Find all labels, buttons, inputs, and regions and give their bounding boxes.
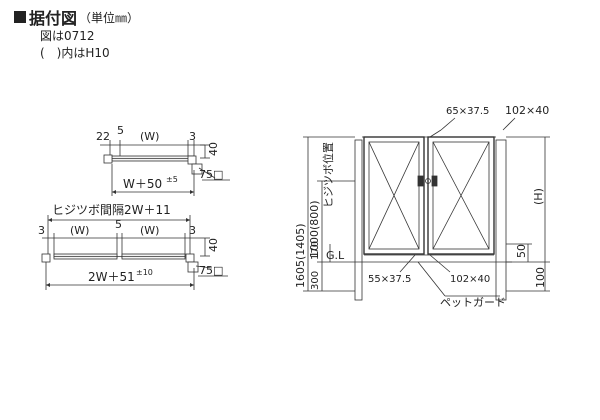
title-row: 据付図 （単位㎜） (14, 6, 139, 28)
single-plan-view (100, 140, 230, 196)
dim-100: 100 (534, 267, 547, 288)
dim-w-1: (W) (70, 224, 89, 237)
post-size: 75□ (199, 168, 223, 181)
hinge-pitch: ヒジツボ間隔2W＋11 (52, 203, 171, 217)
total-height: 1605(1405) (294, 223, 307, 288)
dim-3-left: 3 (38, 224, 45, 237)
double-plan-labels: ヒジツボ間隔2W＋11 3 (W) 5 (W) 3 40 2W＋51 ±10 7… (38, 203, 223, 284)
header: 据付図 （単位㎜） 図は0712 ( )内はH10 (14, 6, 139, 62)
height-h: (H) (532, 188, 545, 205)
elevation-labels: 65×37.5 102×40 1605(1405) 1000(800) ヒジツボ… (294, 104, 549, 309)
hinge-position-label: ヒジツボ位置 (321, 142, 335, 208)
dim-w-2: (W) (140, 224, 159, 237)
dim-50: 50 (515, 244, 528, 258)
dim-22: 22 (96, 130, 110, 143)
double-plan-view (41, 215, 228, 290)
dim-300: 300 (310, 271, 321, 290)
note-bracket: ( )内はH10 (40, 46, 110, 60)
dim-5: 5 (117, 124, 124, 137)
single-plan-labels: 22 5 (W) 3 40 W＋50 ±5 75□ (96, 124, 223, 191)
dim-w: (W) (140, 130, 159, 143)
top-frame-size: 65×37.5 (446, 106, 489, 117)
pet-guard-label: ペットガード (440, 296, 506, 309)
dim-40: 40 (207, 238, 220, 252)
page-title: 据付図 (29, 9, 78, 28)
dim-5: 5 (115, 218, 122, 231)
overall-tolerance: ±10 (136, 268, 153, 277)
dim-3: 3 (189, 130, 196, 143)
post-frame-size: 102×40 (505, 104, 549, 117)
overall-width: W＋50 (123, 177, 162, 191)
post-size: 75□ (199, 264, 223, 277)
dim-170: 170 (310, 241, 321, 260)
note-figure: 図は0712 (40, 29, 95, 43)
ground-line-label: G.L (326, 249, 345, 262)
overall-tolerance: ±5 (166, 175, 178, 184)
dim-3-right: 3 (189, 224, 196, 237)
overall-width: 2W＋51 (88, 270, 135, 284)
elevation-view (303, 117, 550, 301)
bottom-frame-size: 55×37.5 (368, 274, 411, 285)
dim-40: 40 (207, 142, 220, 156)
unit-label: （単位㎜） (79, 10, 140, 25)
bottom-post-size: 102×40 (450, 274, 490, 285)
title-square-icon (14, 11, 26, 23)
hinge-height: 1000(800) (308, 200, 321, 258)
